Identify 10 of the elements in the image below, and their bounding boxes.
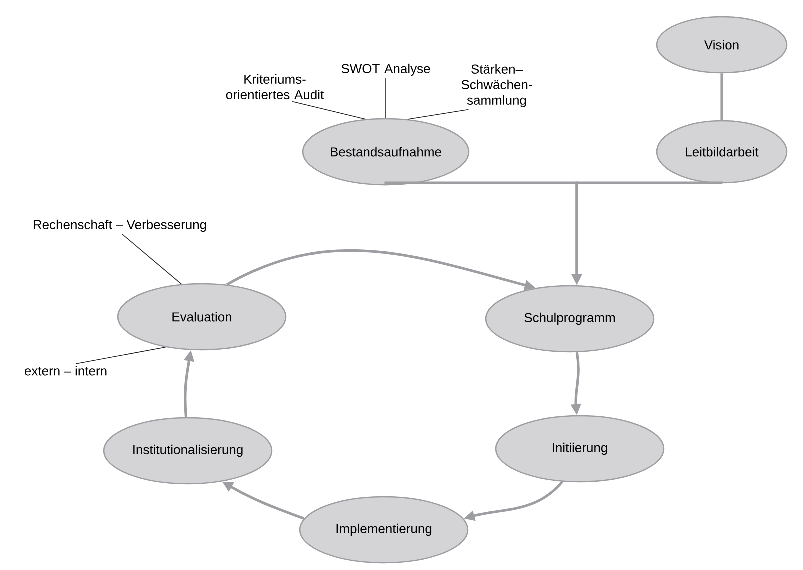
connector-line — [720, 74, 724, 120]
label-text: Rechenschaft – Verbesserung — [34, 220, 206, 232]
leader-line — [292, 101, 366, 120]
label-text: Stärken– Schwächen- sammlung — [462, 64, 532, 108]
leader-line — [122, 234, 182, 285]
leader-line — [408, 109, 470, 120]
label-text: extern – intern — [25, 366, 107, 376]
label-text: Kriteriums- orientiertes Audit — [226, 74, 324, 100]
leader-line — [76, 347, 166, 364]
label-text: SWOT Analyse — [342, 64, 430, 76]
